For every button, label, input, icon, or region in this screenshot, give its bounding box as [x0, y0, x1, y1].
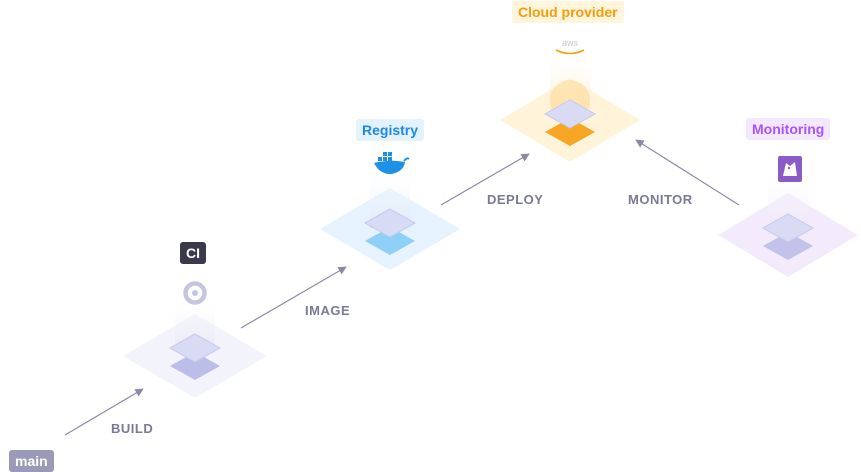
build-arrow [64, 388, 144, 436]
build-step-label: BUILD [111, 421, 154, 436]
cloud-block-top [543, 99, 597, 129]
deploy-arrow [440, 153, 530, 206]
ci-label: CI [180, 242, 206, 264]
monitor-step-label: MONITOR [628, 192, 693, 207]
registry-block-side [365, 227, 415, 255]
monitoring-label: Monitoring [746, 118, 831, 140]
cloud-block-side [545, 118, 595, 146]
deploy-step-label: DEPLOY [487, 192, 544, 207]
monitoring-block-top [761, 213, 815, 243]
ci-block-top [168, 333, 222, 363]
docker-whale-icon [374, 152, 410, 175]
svg-text:aws: aws [562, 38, 579, 48]
ci-node [123, 281, 267, 398]
datadog-dog-icon [778, 156, 802, 182]
monitoring-block-side [763, 232, 813, 260]
registry-block-top [363, 208, 417, 238]
aws-icon: aws [555, 38, 585, 55]
ci-block-side [170, 352, 220, 380]
registry-node [320, 152, 460, 270]
cloud-node: aws [500, 38, 640, 162]
circleci-icon [183, 281, 207, 305]
monitor-arrow [635, 139, 740, 206]
image-step-label: IMAGE [305, 303, 351, 318]
cloud-provider-label: Cloud provider [512, 1, 624, 23]
image-arrow [240, 266, 347, 329]
monitoring-node [718, 156, 858, 277]
registry-label: Registry [356, 119, 425, 141]
main-branch-label: main [9, 450, 54, 472]
